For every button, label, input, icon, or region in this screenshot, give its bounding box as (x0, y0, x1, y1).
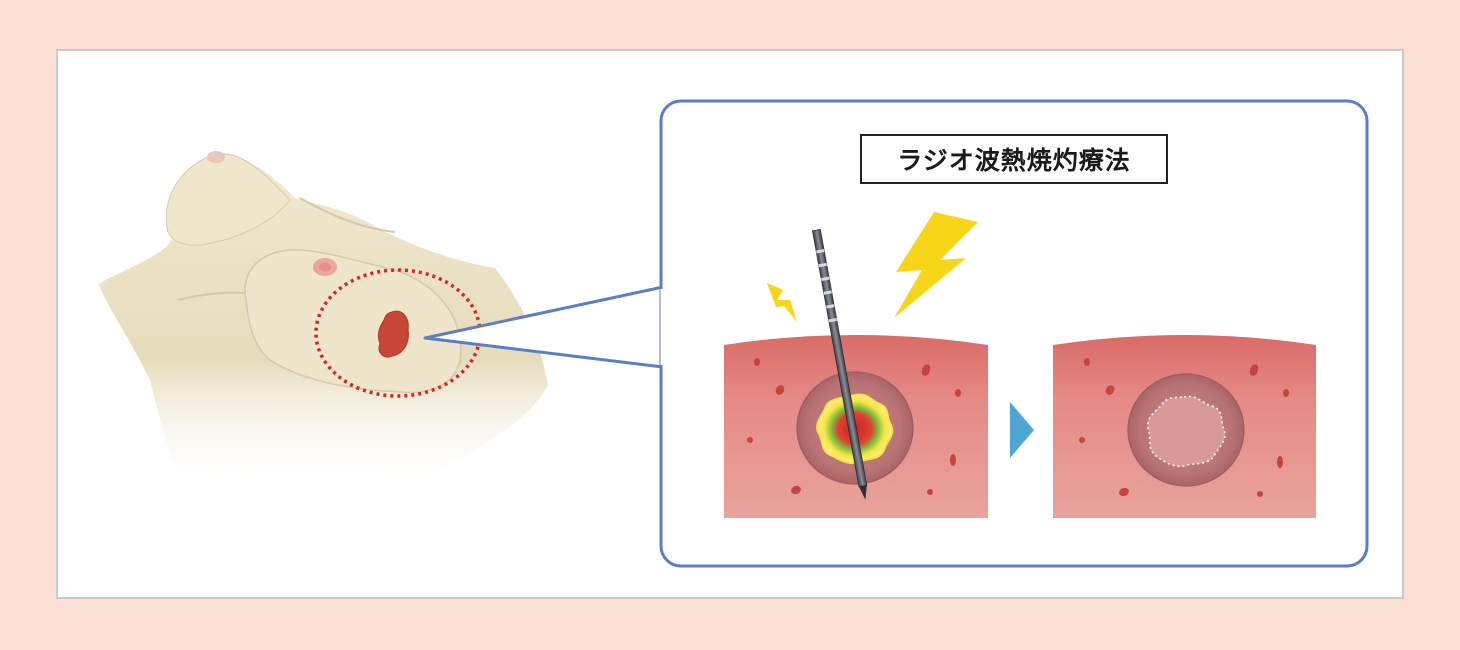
lightning-bolt-icon (894, 212, 978, 318)
contour-line (299, 197, 396, 233)
tissue-panel-during (724, 212, 988, 518)
lightning-bolt-icon (767, 283, 797, 322)
tumor-mark (377, 310, 409, 358)
callout-pointer (423, 285, 664, 369)
diagram-title: ラジオ波熱焼灼療法 (860, 134, 1168, 184)
upper-nipple (207, 151, 225, 163)
tissue-panel-after (1053, 335, 1316, 518)
needle-probe-icon (811, 228, 868, 500)
arrow-right-icon (1010, 402, 1034, 458)
upper-breast (165, 153, 291, 246)
tissue-speckles (1079, 358, 1289, 497)
ablated-zone (1147, 395, 1226, 468)
torso-illustration (90, 150, 548, 500)
lower-breast (244, 249, 462, 394)
